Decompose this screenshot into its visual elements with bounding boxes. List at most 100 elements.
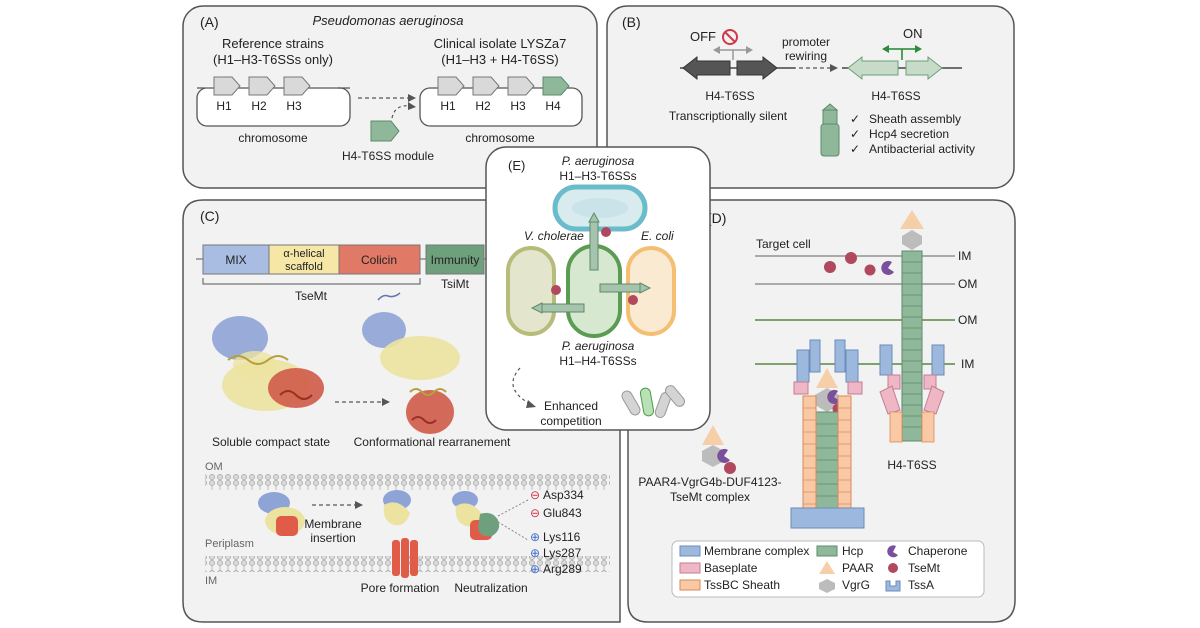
legend-swatch-tssa [885, 580, 901, 592]
ec-label: E. coli [641, 229, 674, 243]
neutralization-label: Neutralization [454, 581, 527, 595]
clinical-subtitle: (H1–H3 + H4-T6SS) [441, 52, 558, 67]
membrane-label: Membrane [304, 517, 362, 531]
mix-label: MIX [225, 253, 246, 267]
panel-d-label: (D) [707, 210, 726, 226]
legend-swatch-chaperone [887, 545, 898, 558]
no-expression-icon [722, 29, 738, 45]
panel-b-label: (B) [622, 14, 641, 30]
check-antibacterial-activity: Antibacterial activity [869, 142, 975, 156]
pore-formation-label: Pore formation [361, 581, 440, 595]
gene-h1-ref [213, 76, 241, 96]
gene-arrow-right-off [736, 55, 778, 81]
state-rearranged-label: Conformational rearranement [354, 435, 511, 449]
state-soluble-label: Soluble compact state [212, 435, 330, 449]
transcriptionally-silent-label: Transcriptionally silent [669, 109, 788, 123]
pa-top-systems: H1–H3-T6SSs [559, 169, 636, 183]
helical-label: α-helical [283, 248, 324, 260]
gene-label-h1-clin: H1 [440, 99, 456, 113]
domain-colicin [338, 244, 421, 275]
effector-complex [702, 425, 736, 474]
panel-a: (A) Pseudomonas aeruginosa Reference str… [182, 5, 598, 189]
transfer-arrow [408, 94, 416, 102]
minus-sign-2: ⊖ [530, 506, 540, 520]
gene-h3-clin [507, 76, 535, 96]
chromosome-label-ref: chromosome [238, 131, 308, 145]
toxin-immunity-complex [452, 491, 500, 540]
legend-swatch-vgrg [819, 579, 835, 593]
target-cell-label: Target cell [756, 237, 811, 251]
check-sheath-assembly: Sheath assembly [869, 112, 961, 126]
gene-label-h4-clin: H4 [545, 99, 561, 113]
domain-mix [202, 244, 270, 275]
gene-arrow-left-off [682, 55, 731, 81]
attacker-om-label: OM [958, 313, 977, 327]
legend-tssa: TssA [908, 578, 934, 592]
domain-immunity [425, 244, 485, 275]
complex-label-1: PAAR4-VgrG4b-DUF4123- [638, 475, 781, 489]
h4-module-gene [370, 120, 400, 142]
check-2: ✓ [850, 127, 860, 141]
ref-strains-title: Reference strains [222, 36, 324, 51]
tsemt-dot-2 [845, 252, 857, 264]
panel-e: (E) P. aeruginosa H1–H3-T6SSs V. cholera… [485, 146, 711, 431]
insertion-arrow [355, 501, 363, 509]
target-im-label: IM [958, 249, 971, 263]
sheath-icon [820, 103, 840, 157]
t6ss-extended [879, 210, 945, 443]
check-3: ✓ [850, 142, 860, 156]
residue-asp334: Asp334 [543, 488, 584, 502]
ref-strains-subtitle: (H1–H3-T6SSs only) [213, 52, 333, 67]
plus-sign-3: ⊕ [530, 562, 540, 576]
legend-membrane-complex: Membrane complex [704, 544, 809, 558]
legend-tsemt: TseMt [908, 561, 941, 575]
tsemt-dot-1 [824, 261, 836, 273]
periplasm-label: Periplasm [205, 538, 254, 550]
t6ss-assembled [790, 339, 865, 529]
rearrangement-arrow [382, 398, 390, 406]
h4-t6ss-label-d: H4-T6SS [887, 458, 936, 472]
protein-compact-structure [212, 316, 324, 411]
rewiring-arrow [830, 64, 838, 72]
plus-sign-2: ⊕ [530, 546, 540, 560]
cell-cluster-icon [621, 385, 685, 419]
legend: Membrane complex Baseplate TssBC Sheath … [671, 540, 985, 598]
spike-right [599, 283, 643, 293]
spike-up [589, 219, 599, 271]
attacker-im-label: IM [961, 357, 974, 371]
gene-label-h3-ref: H3 [286, 99, 302, 113]
legend-swatch-hcp [816, 545, 838, 557]
cell-vc [506, 246, 556, 336]
gene-label-h3-clin: H3 [510, 99, 526, 113]
panel-d: (D) Target cell IM OM OM IM [627, 199, 1016, 623]
legend-swatch-tsemt [888, 563, 898, 573]
legend-swatch-baseplate [679, 562, 701, 574]
residue-glu843: Glu843 [543, 506, 582, 520]
gene-h3-ref [283, 76, 311, 96]
residue-lys116: Lys116 [543, 530, 581, 544]
panel-c-label: (C) [200, 208, 219, 224]
minus-sign-1: ⊖ [530, 488, 540, 502]
check-1: ✓ [850, 112, 860, 126]
legend-hcp: Hcp [842, 544, 864, 558]
om-label-c: OM [205, 461, 223, 473]
residue-lys287: Lys287 [543, 546, 582, 560]
tsemt-label: TseMt [295, 289, 328, 303]
gene-label-h2-ref: H2 [251, 99, 267, 113]
chromosome-label-clin: chromosome [465, 131, 535, 145]
competition-arrow [526, 400, 536, 408]
gene-h4-clin [542, 76, 570, 96]
gene-h2-ref [248, 76, 276, 96]
legend-chaperone: Chaperone [908, 544, 968, 558]
colicin-label: Colicin [361, 253, 397, 267]
gene-label-h1-ref: H1 [216, 99, 232, 113]
legend-swatch-membrane [679, 545, 701, 557]
plus-sign-1: ⊕ [530, 530, 540, 544]
clinical-title: Clinical isolate LYSZa7 [434, 36, 567, 51]
protein-rearranged-structure [362, 292, 460, 434]
legend-paar: PAAR [842, 561, 874, 575]
legend-baseplate: Baseplate [704, 561, 758, 575]
h4-module-label: H4-T6SS module [342, 149, 434, 163]
off-label: OFF [690, 29, 716, 44]
